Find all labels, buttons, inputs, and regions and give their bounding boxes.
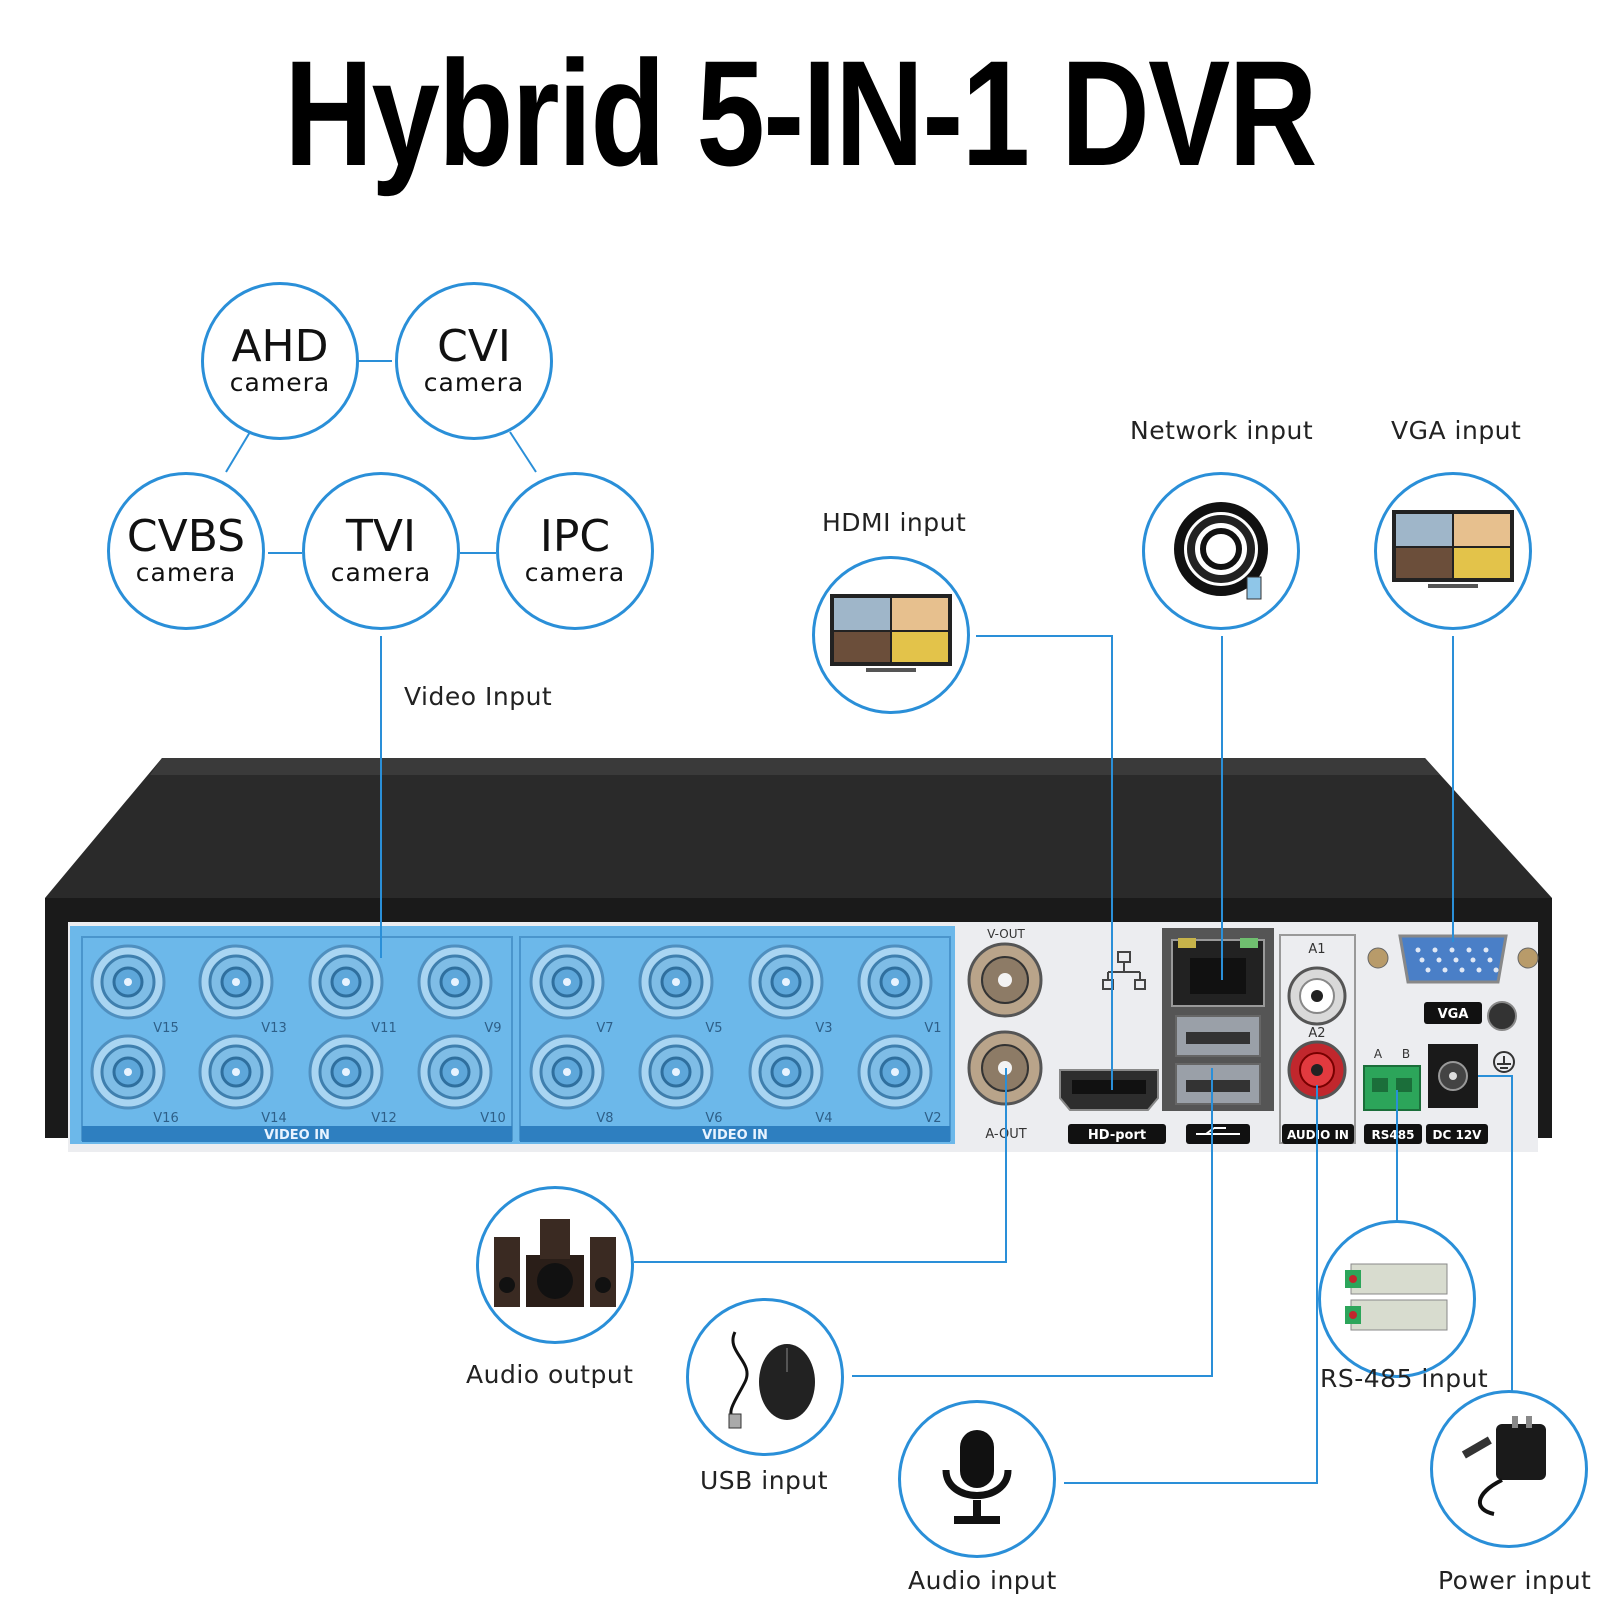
callout-lines <box>380 635 1513 1484</box>
network-input-label: Network input <box>1130 416 1314 445</box>
cvbs-camera-title: CVBS <box>126 511 246 563</box>
bnc-connector: V13 <box>198 944 287 1036</box>
bnc-connector: V3 <box>748 944 833 1036</box>
rs485-port-label: RS485 <box>1372 1128 1415 1142</box>
speaker-icon <box>494 1219 616 1307</box>
bnc-connector: V10 <box>417 1034 506 1126</box>
dc12v-label: DC 12V <box>1433 1128 1483 1142</box>
bnc-channel-label: V15 <box>153 1021 178 1036</box>
mouse-icon <box>728 1331 815 1429</box>
cvi-camera-title: CVI <box>437 321 511 373</box>
hd-port-label: HD-port <box>1088 1128 1146 1143</box>
power-adapter-circle <box>1430 1390 1588 1548</box>
speakers-circle <box>476 1186 634 1344</box>
ipc-camera-title: IPC <box>539 511 611 563</box>
bnc-channel-label: V3 <box>815 1021 832 1036</box>
bnc-channel-label: V16 <box>153 1111 178 1126</box>
bnc-connector: V14 <box>198 1034 287 1126</box>
bnc-connector: V4 <box>748 1034 833 1126</box>
bnc-channel-label: V1 <box>924 1021 941 1036</box>
ethernet-cable-icon <box>1174 502 1268 600</box>
bnc-channel-label: V14 <box>261 1111 286 1126</box>
bnc-connector: V1 <box>857 944 942 1036</box>
a1-label: A1 <box>1308 942 1325 957</box>
bnc-channel-label: V8 <box>596 1111 613 1126</box>
cvbs-camera-circle: CVBS camera <box>107 472 265 630</box>
bnc-channel-label: V4 <box>815 1111 832 1126</box>
bnc-channel-label: V11 <box>371 1021 396 1036</box>
tv-screen-icon <box>830 594 952 672</box>
video-in-label-left: VIDEO IN <box>264 1128 330 1143</box>
microphone-icon <box>942 1430 1012 1524</box>
bnc-connector: V9 <box>417 944 502 1036</box>
bnc-connector: V8 <box>529 1034 614 1126</box>
ahd-camera-subtitle: camera <box>229 368 331 398</box>
video-in-label-right: VIDEO IN <box>702 1128 768 1143</box>
ahd-camera-circle: AHD camera <box>201 282 359 440</box>
rs485-b-label: B <box>1402 1047 1410 1061</box>
page-title: Hybrid 5-IN-1 DVR <box>284 29 1317 197</box>
network-symbol <box>1102 951 1146 990</box>
bnc-connector: V15 <box>90 944 179 1036</box>
ahd-camera-title: AHD <box>231 321 329 373</box>
hdmi-port <box>1059 1069 1159 1111</box>
bnc-connector: V5 <box>638 944 723 1036</box>
vga-input-label: VGA input <box>1391 416 1522 445</box>
hdmi-input-label: HDMI input <box>822 508 967 537</box>
rca-a1 <box>1287 966 1347 1026</box>
bnc-channel-label: V13 <box>261 1021 286 1036</box>
ipc-camera-subtitle: camera <box>524 558 626 588</box>
hdmi-monitor-circle <box>812 556 970 714</box>
tvi-camera-subtitle: camera <box>330 558 432 588</box>
v-out-label: V-OUT <box>987 927 1025 941</box>
bnc-channel-label: V12 <box>371 1111 396 1126</box>
audio-output-label: Audio output <box>466 1360 634 1389</box>
microphone-circle <box>898 1400 1056 1558</box>
bnc-connector: V6 <box>638 1034 723 1126</box>
bnc-channel-label: V9 <box>484 1021 501 1036</box>
monitor-screen-icon <box>1392 510 1514 588</box>
power-adapter-icon <box>1461 1416 1546 1516</box>
audio-input-label: Audio input <box>908 1566 1057 1595</box>
rs485-a-label: A <box>1374 1047 1383 1061</box>
bnc-channel-label: V7 <box>596 1021 613 1036</box>
bnc-connector: V12 <box>308 1034 397 1126</box>
bnc-channel-label: V10 <box>480 1111 505 1126</box>
bnc-connector: V2 <box>857 1034 942 1126</box>
rs485-converter-icon <box>1345 1263 1448 1331</box>
rca-a2 <box>1287 1040 1347 1100</box>
video-input-label: Video Input <box>404 682 553 711</box>
power-input-label: Power input <box>1438 1566 1592 1595</box>
vga-monitor-circle <box>1374 472 1532 630</box>
cvbs-camera-subtitle: camera <box>135 558 237 588</box>
rs485-converter-circle <box>1318 1220 1476 1378</box>
network-cable-circle <box>1142 472 1300 630</box>
tvi-camera-title: TVI <box>346 511 416 563</box>
bnc-connector: V16 <box>90 1034 179 1126</box>
bnc-connector: V7 <box>529 944 614 1036</box>
rs485-input-label: RS-485 input <box>1320 1364 1489 1393</box>
bnc-connector: V11 <box>308 944 397 1036</box>
bnc-channel-label: V2 <box>924 1111 941 1126</box>
vga-label: VGA <box>1438 1007 1469 1022</box>
a2-label: A2 <box>1308 1026 1325 1041</box>
ipc-camera-circle: IPC camera <box>496 472 654 630</box>
usb-input-label: USB input <box>700 1466 829 1495</box>
mouse-circle <box>686 1298 844 1456</box>
cvi-camera-subtitle: camera <box>423 368 525 398</box>
tvi-camera-circle: TVI camera <box>302 472 460 630</box>
v-out-bnc <box>967 942 1043 1018</box>
cvi-camera-circle: CVI camera <box>395 282 553 440</box>
bnc-channel-label: V6 <box>705 1111 722 1126</box>
bnc-channel-label: V5 <box>705 1021 722 1036</box>
